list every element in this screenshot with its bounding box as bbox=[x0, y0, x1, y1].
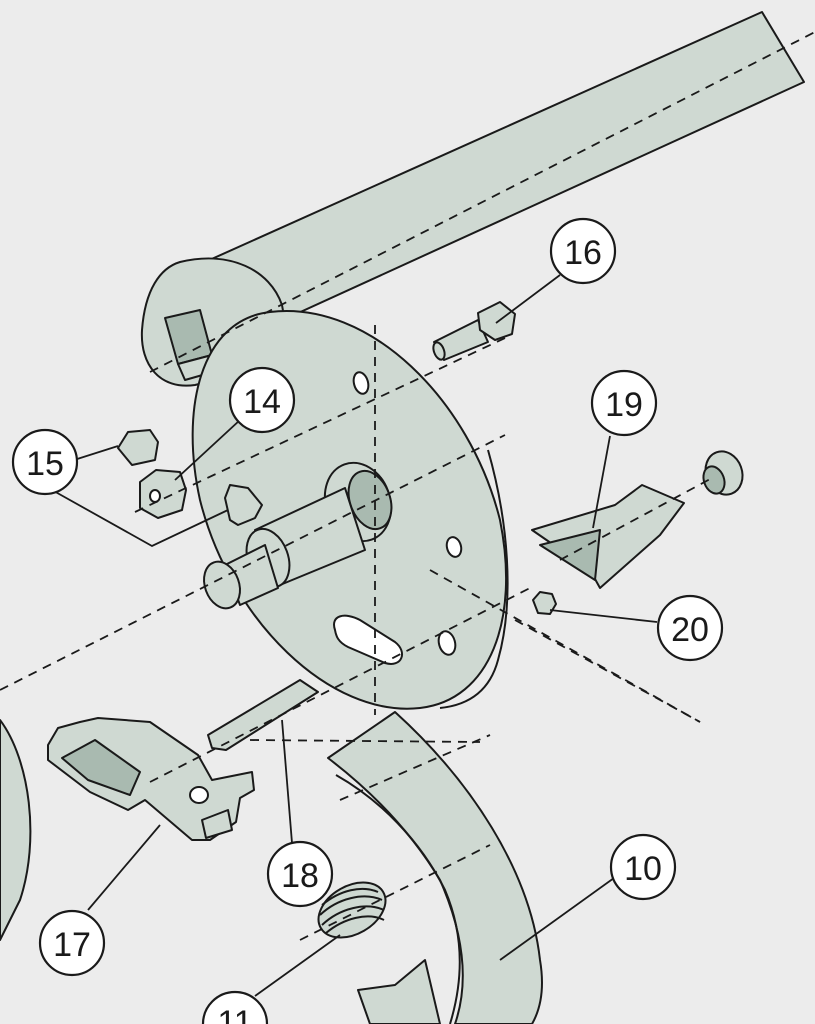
shoe-holder-17 bbox=[47, 717, 255, 841]
callout-19: 19 bbox=[590, 369, 658, 437]
callout-18: 18 bbox=[266, 840, 334, 908]
callout-17: 17 bbox=[38, 909, 106, 977]
stub-spindle bbox=[203, 461, 393, 610]
callout-15-label: 15 bbox=[26, 445, 64, 483]
key-18 bbox=[207, 679, 319, 751]
callout-17-label: 17 bbox=[53, 926, 91, 964]
callout-15: 15 bbox=[11, 428, 79, 496]
callout-10: 10 bbox=[609, 833, 677, 901]
nut-20 bbox=[532, 591, 557, 615]
callout-20: 20 bbox=[656, 594, 724, 662]
part-15-blocks bbox=[117, 429, 263, 526]
bolt-16 bbox=[432, 301, 516, 361]
callout-18-label: 18 bbox=[281, 857, 319, 895]
callout-16: 16 bbox=[549, 217, 617, 285]
callout-14-label: 14 bbox=[243, 383, 281, 421]
callout-19-label: 19 bbox=[605, 386, 643, 424]
assembly-dashed-lines bbox=[0, 31, 815, 941]
callout-16-label: 16 bbox=[564, 234, 602, 272]
partial-brake-shoe bbox=[0, 719, 32, 941]
callout-20-label: 20 bbox=[671, 611, 709, 649]
spring-11 bbox=[317, 881, 387, 939]
callout-14: 14 bbox=[228, 366, 296, 434]
leader-lines bbox=[51, 274, 658, 997]
callout-11-label: 11 bbox=[217, 1004, 252, 1024]
bracket-19 bbox=[531, 450, 744, 589]
callout-10-label: 10 bbox=[624, 850, 662, 888]
callout-11: 11 bbox=[201, 990, 269, 1024]
